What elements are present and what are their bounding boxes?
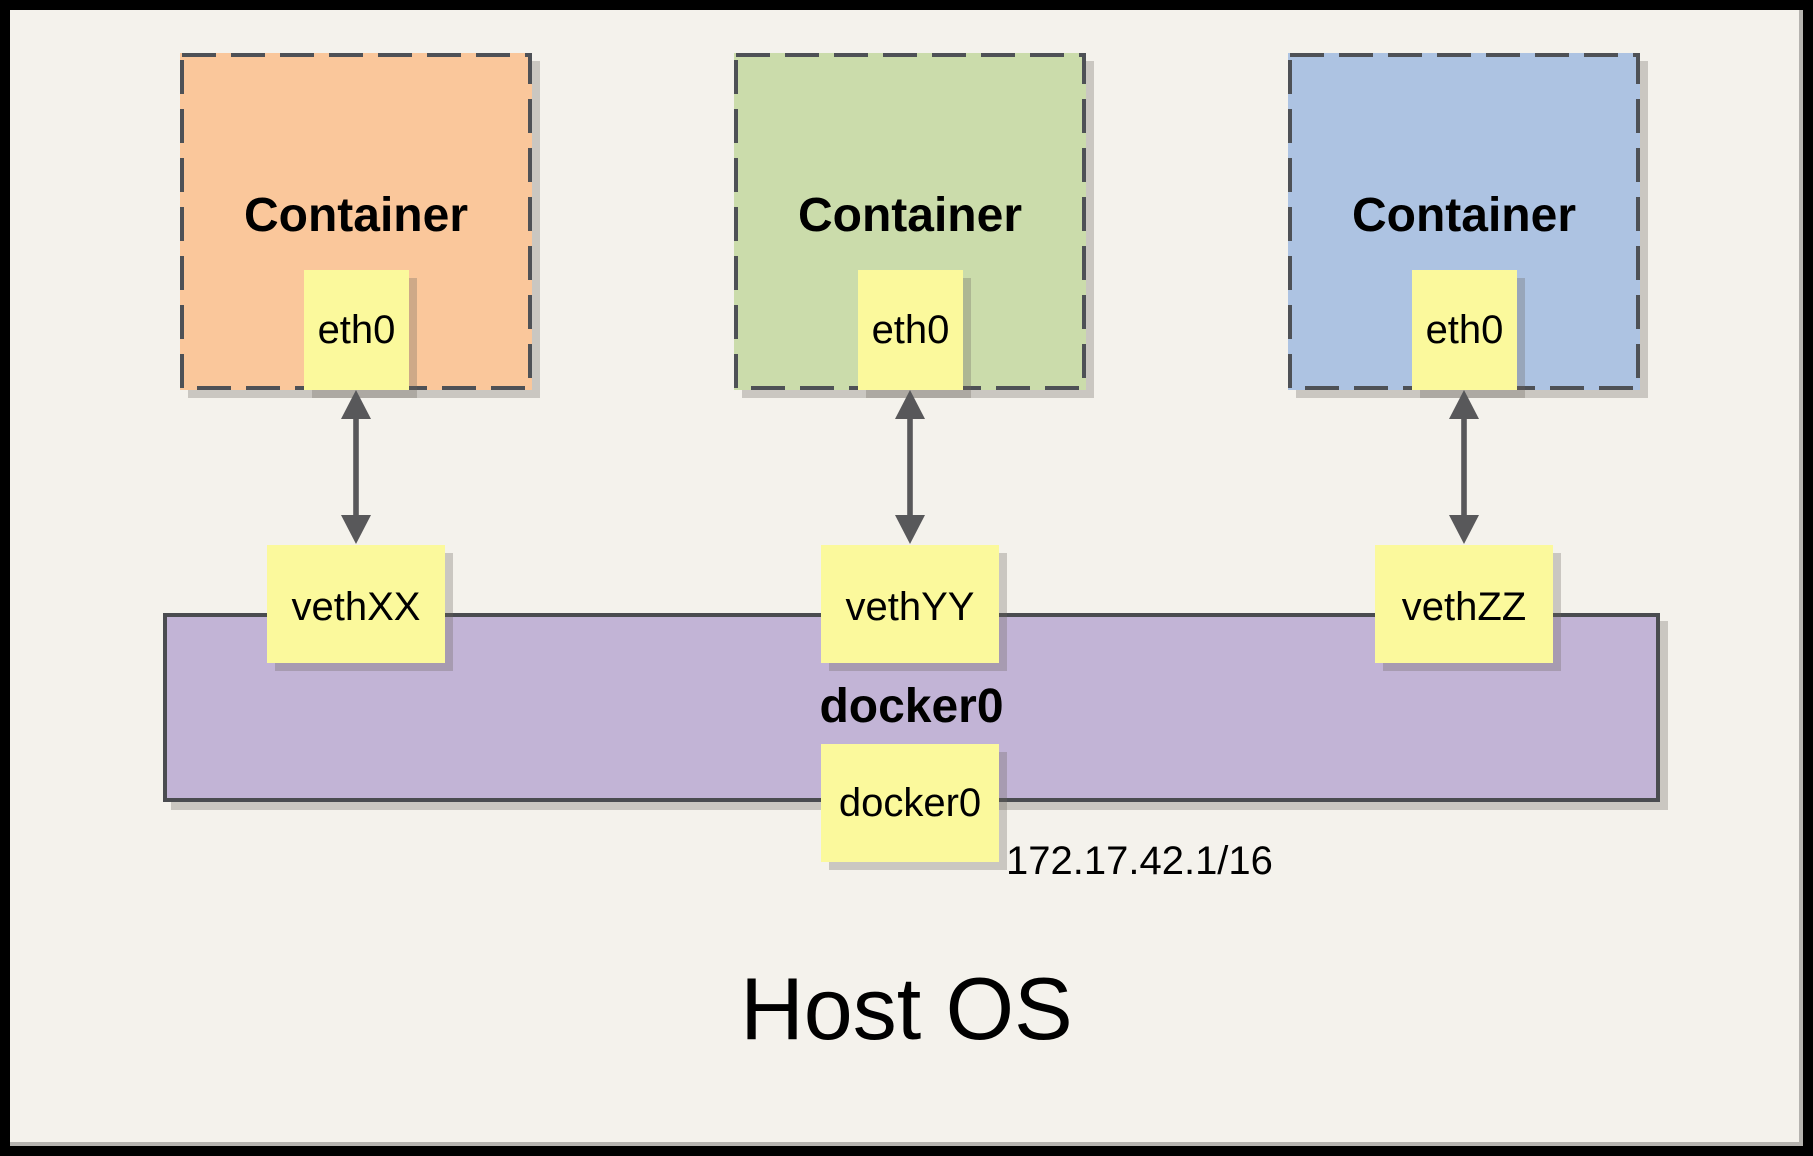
veth-connection-arrow-3 — [1449, 390, 1479, 544]
vethZZ-label: vethZZ — [1401, 585, 1527, 629]
eth0-label: eth0 — [871, 308, 950, 352]
container-title: Container — [1351, 188, 1576, 242]
eth0-interface-note: eth0 — [858, 270, 963, 390]
eth0-label: eth0 — [317, 308, 396, 352]
container-title: Container — [797, 188, 1022, 242]
eth0-label: eth0 — [1425, 308, 1504, 352]
docker0-interface-note: docker0 — [821, 744, 999, 862]
docker0-interface-label: docker0 — [838, 781, 982, 825]
eth0-interface-note: eth0 — [1412, 270, 1517, 390]
veth-connection-arrow-2 — [895, 390, 925, 544]
host-os-label: Host OS — [740, 959, 1073, 1058]
vethXX-label: vethXX — [291, 585, 421, 629]
vethYY-label: vethYY — [845, 585, 975, 629]
vethXX-note: vethXX — [267, 545, 445, 663]
container-box-1: Container eth0 — [180, 53, 532, 390]
bridge-title: docker0 — [819, 680, 1004, 733]
vethYY-note: vethYY — [821, 545, 999, 663]
veth-connection-arrow-1 — [341, 390, 371, 544]
eth0-interface-note: eth0 — [304, 270, 409, 390]
vethZZ-note: vethZZ — [1375, 545, 1553, 663]
bridge-ip-label: 172.17.42.1/16 — [1006, 839, 1273, 883]
container-box-2: Container eth0 — [734, 53, 1086, 390]
container-box-3: Container eth0 — [1288, 53, 1640, 390]
container-title: Container — [243, 188, 468, 242]
